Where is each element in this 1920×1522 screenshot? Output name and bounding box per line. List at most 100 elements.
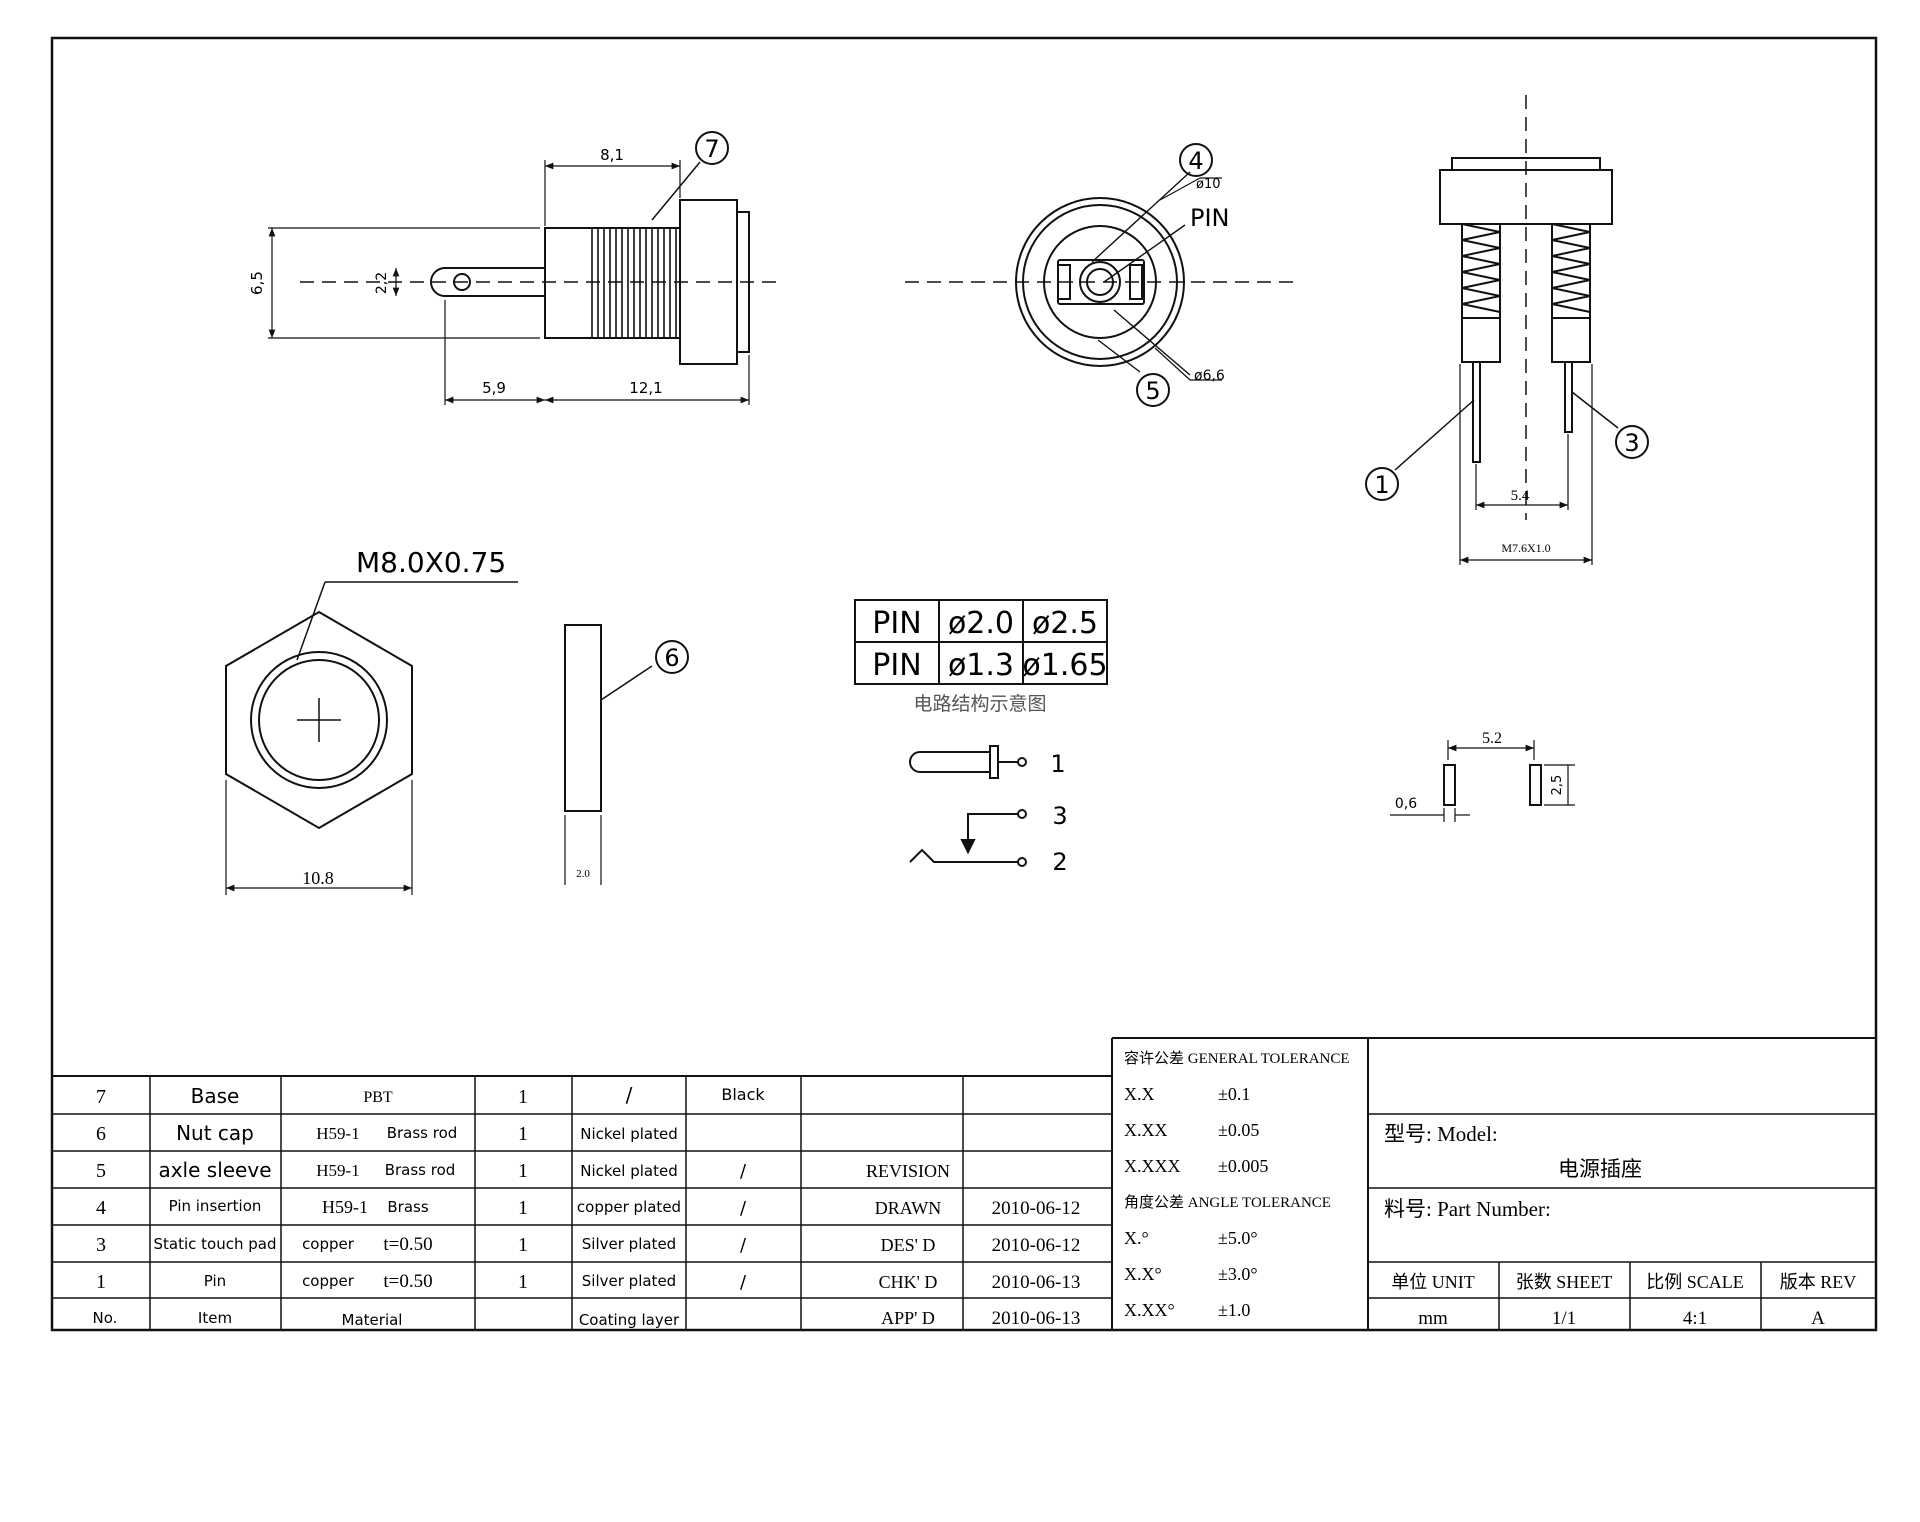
angle-format: X.X° <box>1124 1264 1162 1284</box>
washer-view <box>564 624 689 885</box>
schematic-label-3: 3 <box>1052 802 1067 830</box>
bom-header-item: Item <box>198 1309 232 1327</box>
circuit-schematic <box>909 745 1027 867</box>
dim-outer-diameter: ø10 <box>1196 177 1221 192</box>
nut-view <box>225 581 518 895</box>
bom-qty: 1 <box>518 1271 528 1293</box>
callout-3: 3 <box>1624 429 1639 457</box>
drawn-date: 2010-06-12 <box>992 1198 1081 1219</box>
bom-header: No. Item Material Coating layer <box>93 1309 680 1329</box>
bom-item: Pin <box>204 1272 226 1290</box>
designed-label: DES' D <box>881 1235 936 1255</box>
angle-format: X.° <box>1124 1228 1149 1248</box>
bom-material-spec: Brass rod <box>385 1161 456 1179</box>
bom-material: H59-1 <box>316 1161 359 1180</box>
angle-format: X.XX° <box>1124 1300 1175 1320</box>
callout-4: 4 <box>1188 147 1203 175</box>
approved-date: 2010-06-13 <box>992 1308 1081 1329</box>
bom-finish: Black <box>721 1085 765 1104</box>
dim-body-length: 12,1 <box>629 379 662 397</box>
bom-material-spec: t=0.50 <box>383 1234 432 1255</box>
front-view <box>268 131 780 405</box>
general-tolerance-title: 容许公差 GENERAL TOLERANCE <box>1124 1050 1350 1067</box>
checked-date: 2010-06-13 <box>992 1272 1081 1293</box>
bom-material: copper <box>302 1235 355 1253</box>
footprint-pad-height: 2,5 <box>1550 775 1565 796</box>
bom-no: 6 <box>96 1123 106 1145</box>
bom-no: 4 <box>96 1197 106 1219</box>
bom-material-spec: Brass rod <box>387 1124 458 1142</box>
dim-thread: M7.6X1.0 <box>1501 541 1550 555</box>
end-view <box>905 143 1295 407</box>
nut-thread-spec: M8.0X0.75 <box>356 546 506 579</box>
tol-format: X.X <box>1124 1084 1155 1104</box>
bom-no: 3 <box>96 1234 106 1256</box>
part-number-label: 料号: Part Number: <box>1384 1197 1551 1221</box>
bom-item: Static touch pad <box>154 1235 277 1253</box>
schematic-title: 电路结构示意图 <box>913 693 1046 715</box>
footprint-pad-width: 0,6 <box>1395 796 1417 812</box>
side-view <box>1365 95 1649 565</box>
tolerance-block: 容许公差 GENERAL TOLERANCE X.X ±0.1 X.XX ±0.… <box>1124 1050 1350 1320</box>
bom-material: H59-1 <box>316 1124 359 1143</box>
bom-rows: 7 Base PBT 1 / Black 6 Nut cap H59-1 Bra… <box>93 1083 766 1329</box>
bom-material: PBT <box>363 1089 393 1106</box>
pin-table-r0c2: ø2.5 <box>1032 606 1098 641</box>
bom-no: 1 <box>96 1271 106 1293</box>
bom-coating: copper plated <box>577 1198 681 1216</box>
tol-format: X.XXX <box>1124 1156 1181 1176</box>
footprint-spacing: 5.2 <box>1482 730 1502 747</box>
bom-no: 5 <box>96 1160 106 1182</box>
rev-header: 版本 REV <box>1780 1272 1857 1292</box>
bom-qty: 1 <box>518 1086 528 1108</box>
bom-qty: 1 <box>518 1197 528 1219</box>
approved-label: APP' D <box>881 1308 935 1328</box>
pin-table-r1c2: ø1.65 <box>1022 648 1107 683</box>
bom-row: 5 axle sleeve H59-1 Brass rod 1 Nickel p… <box>96 1158 747 1182</box>
tol-format: X.XX <box>1124 1120 1168 1140</box>
nut-width: 10.8 <box>302 868 334 888</box>
bom-coating: / <box>626 1083 633 1107</box>
model-value: 电源插座 <box>1558 1157 1642 1181</box>
tol-value: ±0.05 <box>1218 1120 1259 1140</box>
bom-item: Nut cap <box>176 1121 254 1145</box>
tol-value: ±0.005 <box>1218 1156 1268 1176</box>
angle-value: ±1.0 <box>1218 1300 1250 1320</box>
bom-no: 7 <box>96 1086 106 1108</box>
bom-table-grid <box>52 1037 1876 1330</box>
pin-table-r1c0: PIN <box>872 648 921 683</box>
scale-value: 4:1 <box>1683 1308 1707 1329</box>
bom-material-spec: Brass <box>387 1198 428 1216</box>
unit-value: mm <box>1418 1308 1448 1329</box>
bom-header-coating: Coating layer <box>579 1311 680 1329</box>
dim-pin: 2,2 <box>374 272 390 294</box>
angle-value: ±3.0° <box>1218 1264 1258 1284</box>
bom-finish: / <box>740 1198 747 1219</box>
sheet-header: 张数 SHEET <box>1516 1272 1613 1292</box>
drawn-label: DRAWN <box>875 1198 942 1218</box>
bom-coating: Silver plated <box>582 1272 676 1290</box>
rev-value: A <box>1811 1308 1825 1329</box>
tol-value: ±0.1 <box>1218 1084 1250 1104</box>
bom-material: H59-1 <box>322 1197 368 1217</box>
pin-label: PIN <box>1190 204 1230 232</box>
designed-date: 2010-06-12 <box>992 1235 1081 1256</box>
bom-row: 7 Base PBT 1 / Black <box>96 1083 765 1108</box>
angle-tolerance-title: 角度公差 ANGLE TOLERANCE <box>1124 1194 1331 1211</box>
pin-table-r1c1: ø1.3 <box>948 648 1014 683</box>
dim-inner-diameter: ø6,6 <box>1194 368 1225 384</box>
bom-row: 1 Pin copper t=0.50 1 Silver plated / <box>96 1271 747 1293</box>
bom-header-material: Material <box>342 1311 403 1329</box>
model-label: 型号: Model: <box>1384 1122 1498 1146</box>
bom-coating: Nickel plated <box>580 1125 677 1143</box>
bom-coating: Nickel plated <box>580 1162 677 1180</box>
scale-header: 比例 SCALE <box>1646 1272 1744 1292</box>
dim-pin-length: 5,9 <box>482 379 506 397</box>
callout-5: 5 <box>1145 377 1160 405</box>
bom-item: Base <box>191 1084 240 1108</box>
sheet-value: 1/1 <box>1552 1308 1576 1329</box>
unit-header: 单位 UNIT <box>1391 1272 1475 1292</box>
callout-1: 1 <box>1374 471 1389 499</box>
revision-label: REVISION <box>866 1161 950 1181</box>
dim-pin-spacing: 5.4 <box>1511 488 1530 504</box>
